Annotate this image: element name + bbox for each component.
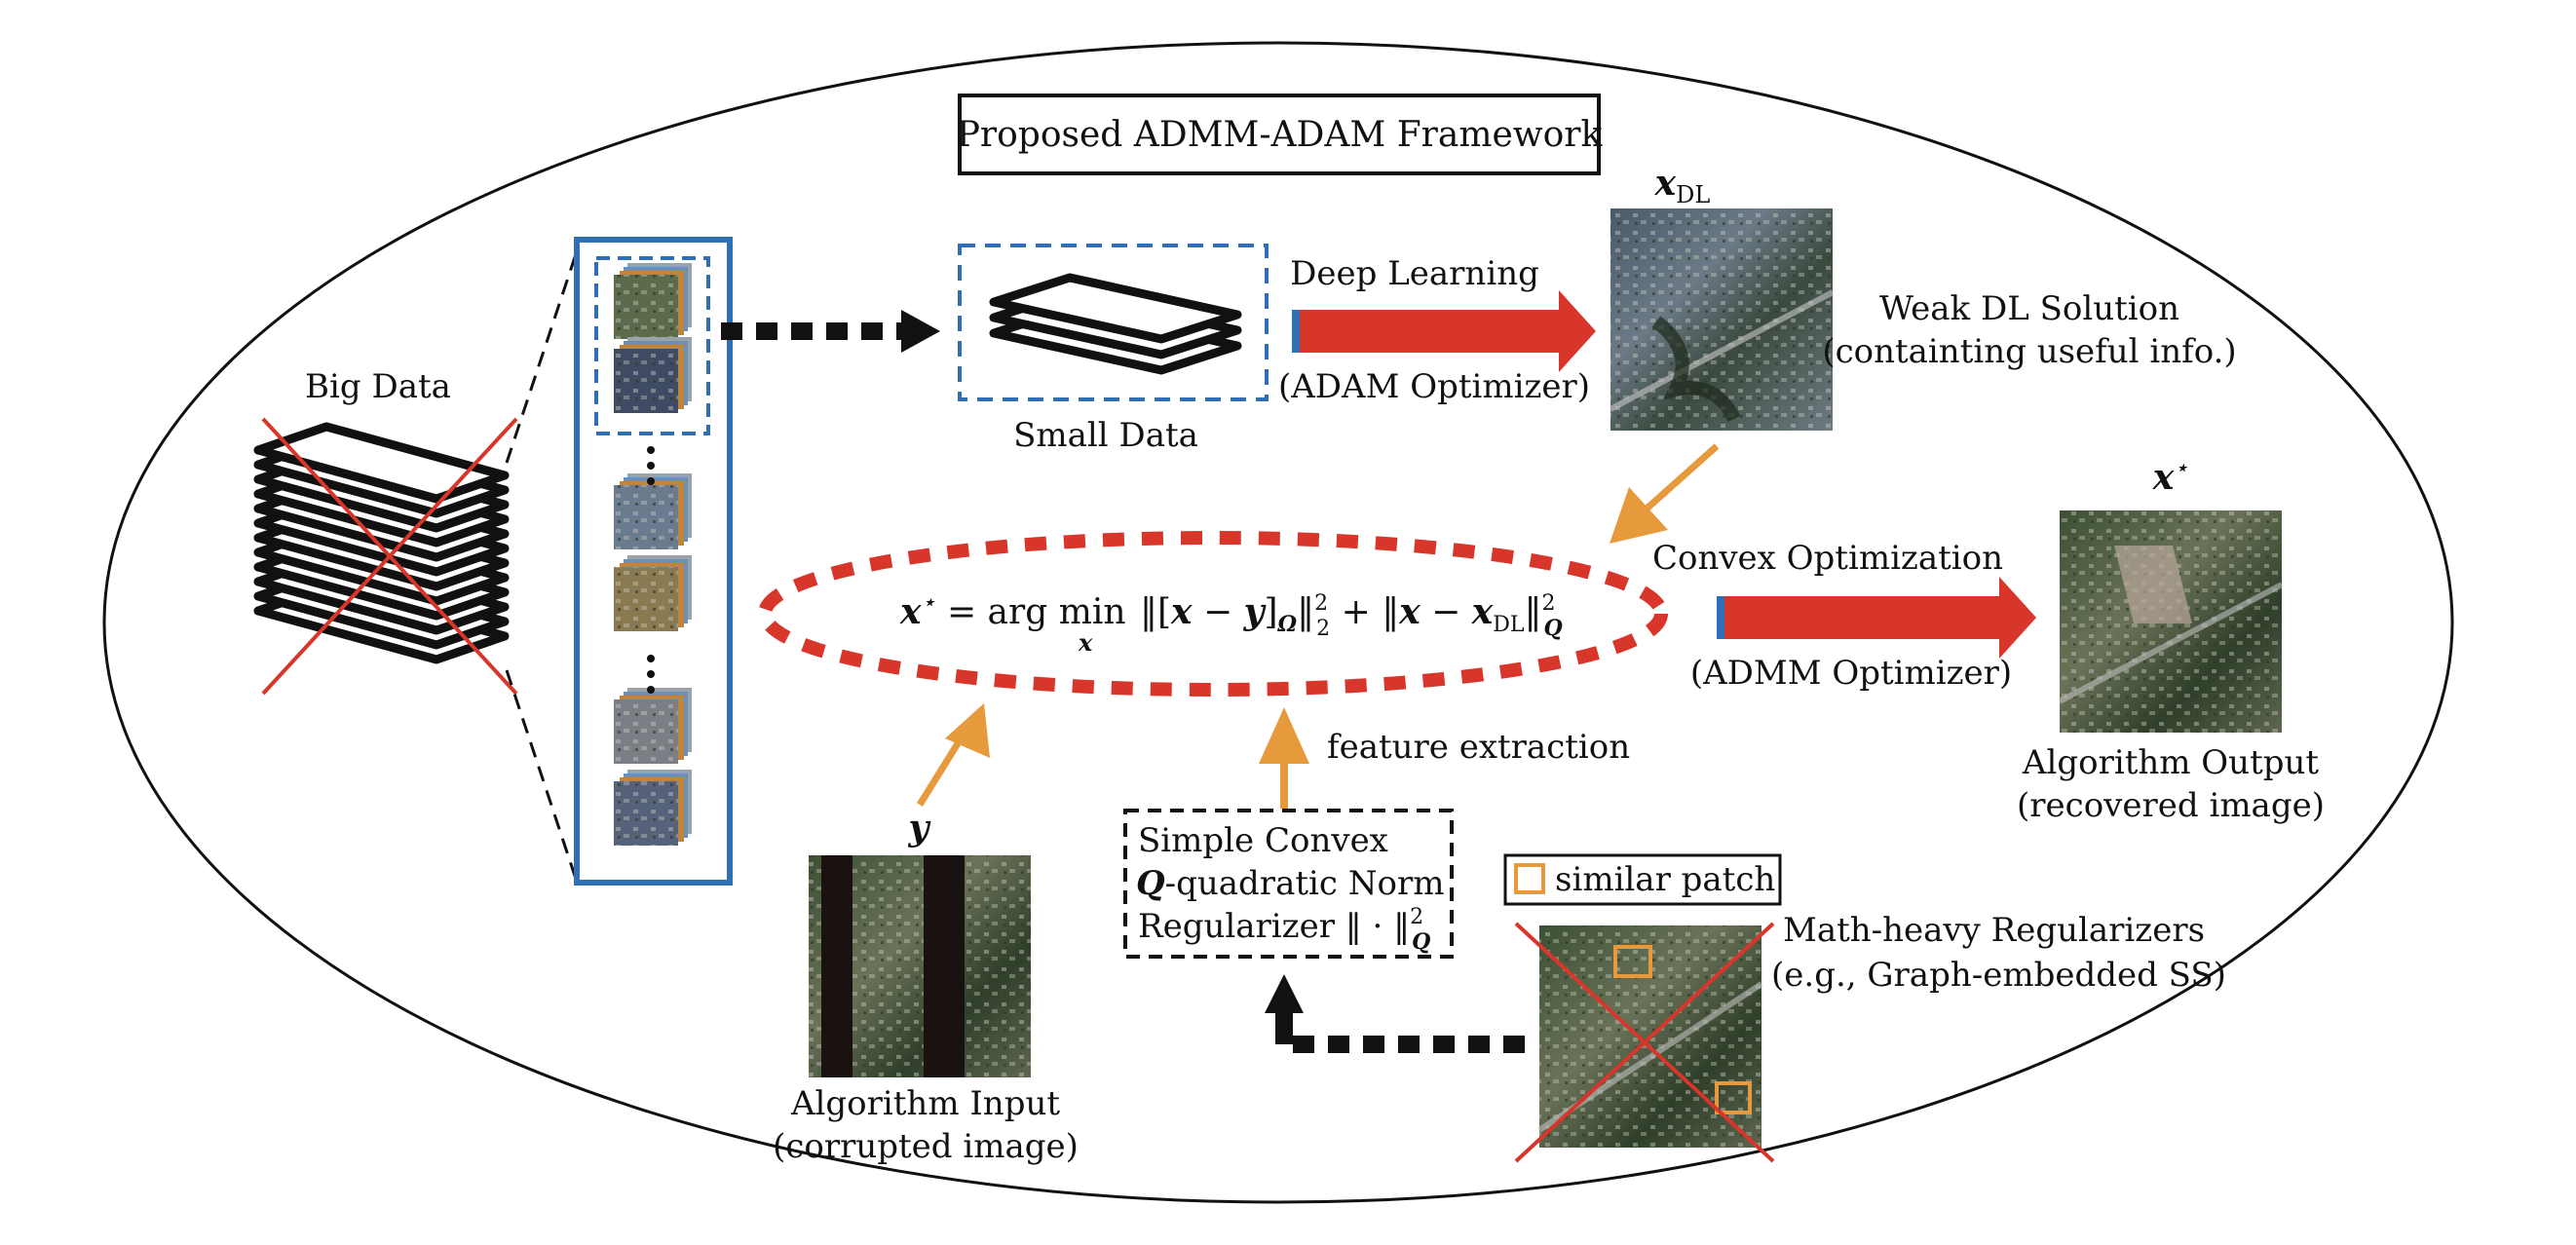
y-symbol: y: [908, 808, 931, 849]
dataset-strip: [574, 237, 733, 886]
input-image-group: y Algorithm Input (corrupted image): [773, 808, 1079, 1166]
x-star-symbol: x⋆: [2152, 454, 2189, 498]
math-heavy-cross-icon: [1514, 922, 1775, 1163]
dataset-thumbnail-texture: [614, 485, 678, 549]
small-data: Small Data: [958, 244, 1269, 455]
big-data-label: Big Data: [305, 367, 451, 406]
input-line2: (corrupted image): [773, 1127, 1079, 1166]
regularizer-line1: Simple Convex: [1138, 821, 1388, 860]
data-layer: [253, 422, 510, 504]
admm-optimizer-label: (ADMM Optimizer): [1690, 654, 2012, 693]
ellipsis-dots: [647, 446, 655, 694]
regularizer-line2: Q-quadratic Norm: [1136, 864, 1444, 903]
small-data-label: Small Data: [1013, 416, 1198, 455]
equation-ellipse: [758, 531, 1668, 697]
feature-extraction-arrow: feature extraction: [1259, 707, 1630, 809]
equation-under: x: [1078, 628, 1093, 657]
deep-learning-arrow: Deep Learning (ADAM Optimizer): [1278, 254, 1596, 406]
output-line2: (recovered image): [2017, 786, 2325, 825]
subset-arrow: [721, 310, 940, 353]
adam-optimizer-label: (ADAM Optimizer): [1278, 367, 1590, 406]
feature-extraction-label: feature extraction: [1327, 728, 1630, 767]
regularizer-box: Simple Convex Q-quadratic Norm Regulariz…: [1123, 809, 1454, 959]
math-heavy-line2: (e.g., Graph-embedded SS): [1771, 956, 2226, 995]
weak-dl-solution-text: Weak DL Solution (containting useful inf…: [1822, 289, 2236, 371]
weak-dl-line1: Weak DL Solution: [1879, 289, 2179, 328]
x-dl-image-group: xDL: [1609, 163, 1835, 431]
convex-optimization-arrow: Convex Optimization (ADMM Optimizer): [1652, 539, 2036, 693]
math-heavy-image-group: Math-heavy Regularizers (e.g., Graph-emb…: [1514, 911, 2226, 1163]
big-data-stack: Big Data: [253, 367, 518, 696]
math-heavy-line1: Math-heavy Regularizers: [1783, 911, 2205, 950]
equation-text: x⋆ = arg min: [899, 588, 1126, 632]
weak-dl-line2: (containting useful info.): [1822, 332, 2236, 371]
input-line1: Algorithm Input: [790, 1084, 1060, 1123]
page-title: Proposed ADMM-ADAM Framework: [957, 115, 1604, 155]
input-to-equation-arrow: [917, 703, 990, 807]
dataset-thumbnail-texture: [614, 275, 678, 339]
x-dl-to-equation-arrow: [1610, 443, 1720, 544]
math-heavy-to-regularizer-arrow: [1265, 974, 1525, 1053]
dataset-thumbnail-texture: [614, 699, 678, 764]
deep-learning-label: Deep Learning: [1290, 254, 1539, 293]
dataset-thumbnail-texture: [614, 567, 678, 631]
small-data-box: [958, 244, 1269, 401]
patch-legend-label: similar patch: [1555, 860, 1775, 899]
patch-legend: similar patch: [1503, 853, 1782, 906]
output-image-group: x⋆ Algorithm Output (recovered image): [2017, 454, 2325, 825]
framework-boundary: [102, 41, 2454, 1204]
patch-swatch-icon: [1514, 863, 1545, 894]
output-line1: Algorithm Output: [2022, 743, 2319, 782]
title-box: Proposed ADMM-ADAM Framework: [957, 94, 1604, 175]
selected-subset-box: [594, 256, 710, 435]
big-data-cross-icon: [261, 417, 518, 696]
dataset-thumbnail-texture: [614, 781, 678, 846]
dataset-thumbnail-texture: [614, 349, 678, 413]
x-dl-symbol: xDL: [1654, 163, 1711, 208]
zoom-lines: [505, 250, 579, 883]
convex-optimization-label: Convex Optimization: [1652, 539, 2003, 578]
